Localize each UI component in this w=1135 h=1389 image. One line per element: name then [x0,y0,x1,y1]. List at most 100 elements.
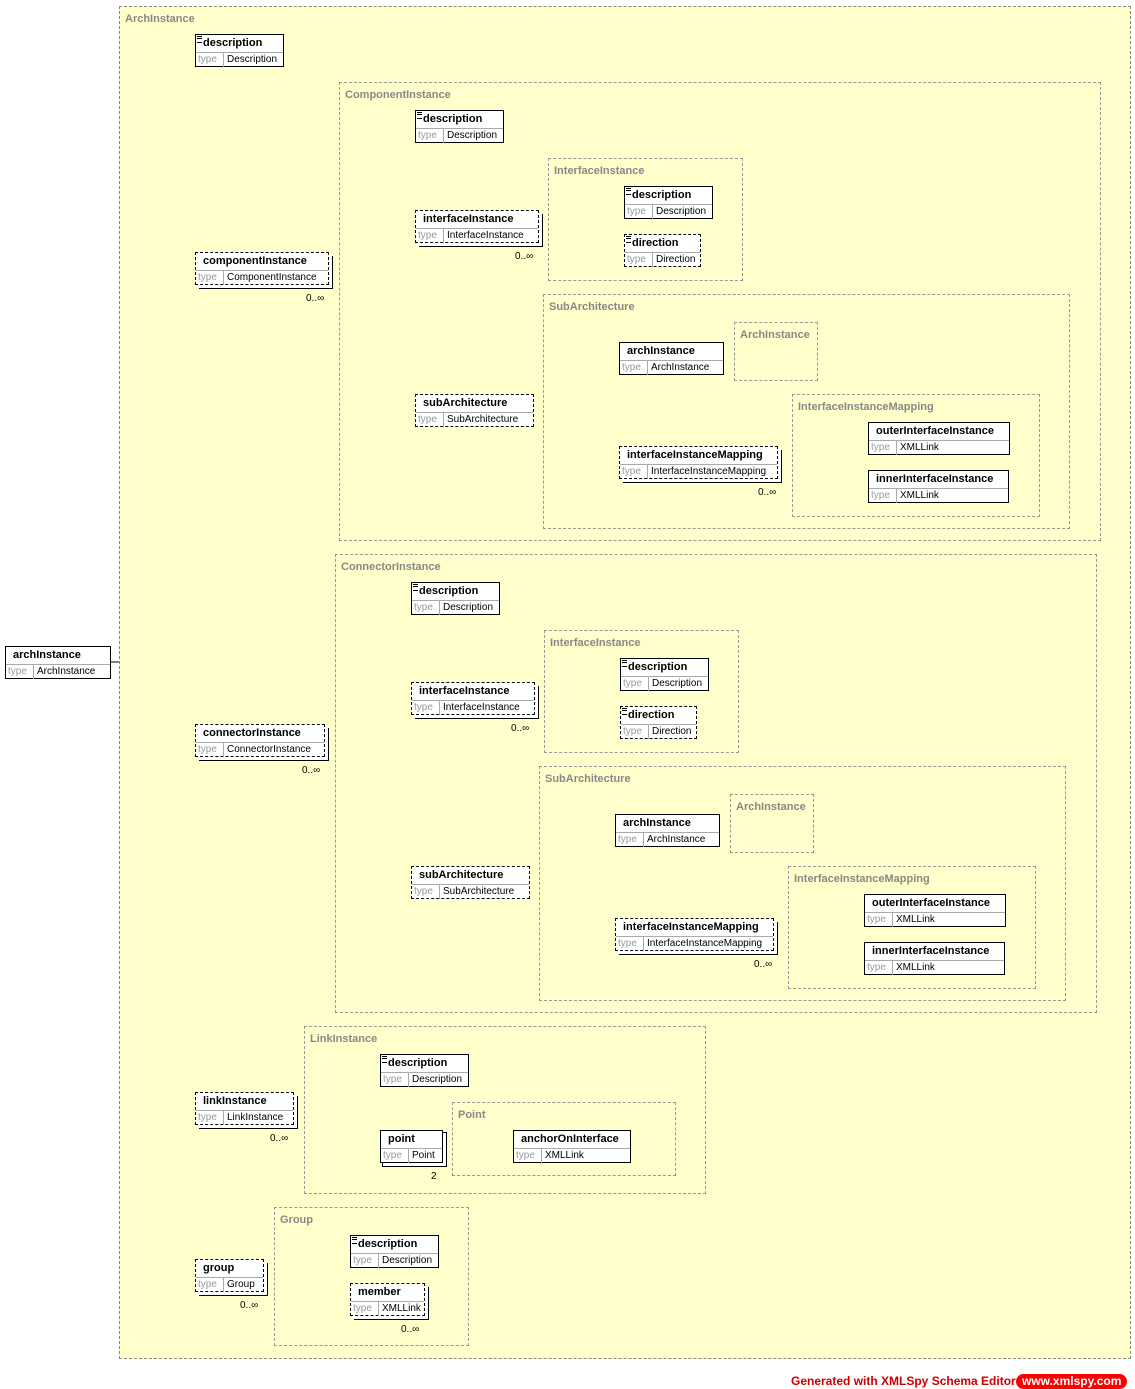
type-key: type [198,272,217,283]
group-label-component-instance: ComponentInstance [345,89,451,101]
annotation-icon [352,1237,357,1244]
element-name: description [358,1238,418,1250]
type-value: ConnectorInstance [223,743,311,757]
element-name: description [203,37,263,49]
element-name: interfaceInstanceMapping [623,921,759,933]
element-name: description [628,661,688,673]
element-name: outerInterfaceInstance [876,425,994,437]
group-k-subarchitecture [539,766,1066,1001]
element-name: interfaceInstance [419,685,510,697]
footer-website-link[interactable]: www.xmlspy.com [1016,1374,1128,1389]
element-c-subarchitecture[interactable]: subArchitecture type SubArchitecture [415,394,534,427]
group-label-connector-instance: ConnectorInstance [341,561,441,573]
type-key: type [622,362,641,373]
group-label-c-interface-instance: InterfaceInstance [554,165,645,177]
cardinality: 2 [431,1171,437,1182]
type-value: ComponentInstance [223,271,317,285]
group-label-point: Point [458,1109,486,1121]
cardinality: 0..∞ [754,959,773,970]
group-label-c-mapping: InterfaceInstanceMapping [798,401,934,413]
element-name: description [388,1057,448,1069]
group-label-k-mapping: InterfaceInstanceMapping [794,873,930,885]
type-key: type [627,254,646,265]
type-key: type [623,678,642,689]
group-k-mapping [788,866,1036,989]
element-k-if-description[interactable]: description type Description [620,658,709,691]
group-component-instance [339,82,1101,541]
annotation-icon [197,36,202,43]
type-key: type [8,666,27,677]
element-name: innerInterfaceInstance [872,945,990,957]
type-key: type [867,914,886,925]
group-label-group: Group [280,1214,313,1226]
annotation-icon [626,236,631,243]
type-value: ArchInstance [33,665,95,679]
type-key: type [418,414,437,425]
type-value: XMLLink [892,961,935,975]
element-name: member [358,1286,401,1298]
group-label-k-subarchitecture: SubArchitecture [545,773,631,785]
cardinality: 0..∞ [302,765,321,776]
cardinality: 0..∞ [240,1300,259,1311]
type-value: Description [408,1073,462,1087]
type-key: type [414,702,433,713]
type-value: InterfaceInstance [443,229,524,243]
element-name: archInstance [623,817,691,829]
annotation-icon [622,708,627,715]
type-key: type [198,1279,217,1290]
group-c-interface-instance [548,158,743,281]
type-value: Description [648,677,702,691]
group-k-interface-instance [544,630,739,753]
element-name: linkInstance [203,1095,267,1107]
group-label-k-arch-inner: ArchInstance [736,801,806,813]
group-link-instance [304,1026,706,1194]
type-key: type [353,1255,372,1266]
element-name: subArchitecture [423,397,508,409]
type-key: type [618,938,637,949]
footer-generated-text: Generated with XMLSpy Schema Editor [791,1374,1016,1388]
element-name: innerInterfaceInstance [876,473,994,485]
group-c-subarchitecture [543,294,1070,529]
group-point [452,1102,676,1176]
type-value: SubArchitecture [443,413,518,427]
type-key: type [516,1150,535,1161]
type-value: SubArchitecture [439,885,514,899]
cardinality: 0..∞ [306,293,325,304]
annotation-icon [417,112,422,119]
type-key: type [627,206,646,217]
element-name: direction [632,237,679,249]
type-value: Description [652,205,706,219]
element-name: interfaceInstance [423,213,514,225]
type-value: XMLLink [378,1302,421,1316]
type-key: type [198,744,217,755]
type-key: type [198,1112,217,1123]
annotation-icon [626,188,631,195]
